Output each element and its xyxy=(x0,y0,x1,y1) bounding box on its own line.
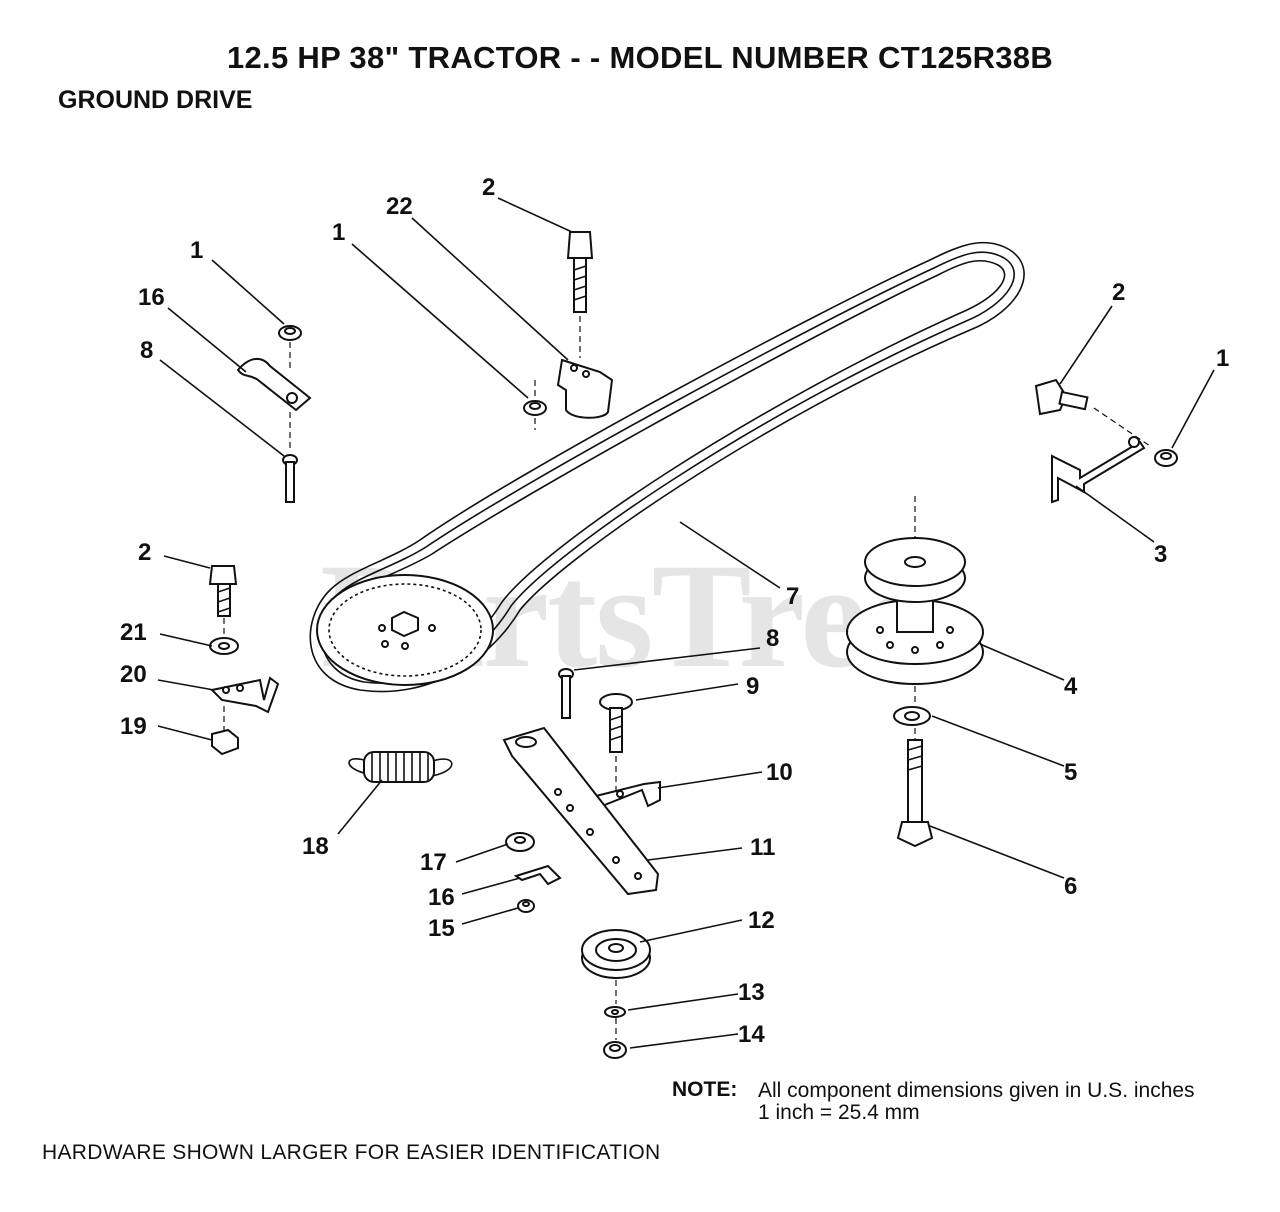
spacer-17[interactable] xyxy=(505,832,535,852)
callout-7: 7 xyxy=(786,583,799,610)
idler-pulley-12[interactable] xyxy=(581,929,651,979)
note-text-line-1: All component dimensions given in U.S. i… xyxy=(758,1079,1195,1102)
extension-spring-18[interactable] xyxy=(348,751,453,783)
callout-2-right: 2 xyxy=(1112,279,1125,306)
belt-keeper-bracket-22[interactable] xyxy=(556,358,614,419)
washer-5[interactable] xyxy=(893,706,931,726)
callout-18: 18 xyxy=(302,833,329,860)
shoulder-bolt-8b[interactable] xyxy=(558,668,574,719)
double-pulley-4[interactable] xyxy=(846,537,984,685)
callout-5: 5 xyxy=(1064,759,1077,786)
hex-bolt-2b[interactable] xyxy=(1034,378,1089,416)
hex-nut-1a[interactable] xyxy=(278,325,302,341)
callout-11: 11 xyxy=(750,834,775,861)
diagram-title: 12.5 HP 38" TRACTOR - - MODEL NUMBER CT1… xyxy=(226,40,1054,75)
hex-bolt-2c[interactable] xyxy=(208,565,238,617)
callout-2-top-center: 2 xyxy=(482,174,495,201)
leader-lines xyxy=(157,197,1215,1049)
footer-hardware-note: HARDWARE SHOWN LARGER FOR EASIER IDENTIF… xyxy=(42,1141,661,1164)
shoulder-bolt-8a[interactable] xyxy=(282,454,298,503)
callout-21: 21 xyxy=(120,619,147,646)
callout-20: 20 xyxy=(120,661,147,688)
callout-8-center: 8 xyxy=(766,625,779,652)
spring-bracket-20[interactable] xyxy=(209,676,280,714)
lock-nut-14[interactable] xyxy=(603,1041,627,1059)
callout-1-top-left: 1 xyxy=(190,237,203,264)
callout-2-left: 2 xyxy=(138,539,151,566)
idler-arm-11[interactable] xyxy=(502,726,660,896)
note-label: NOTE: xyxy=(672,1078,738,1101)
callout-4: 4 xyxy=(1064,673,1078,700)
callout-14: 14 xyxy=(738,1021,765,1048)
callout-9: 9 xyxy=(746,673,759,700)
note-text-line-2: 1 inch = 25.4 mm xyxy=(758,1101,920,1124)
shoulder-bolt-6[interactable] xyxy=(896,739,934,848)
hex-nut-1b[interactable] xyxy=(523,400,547,416)
belt-guide-16b[interactable] xyxy=(513,864,562,886)
callout-10: 10 xyxy=(766,759,793,786)
callout-12: 12 xyxy=(748,907,775,934)
hex-nut-1c[interactable] xyxy=(1154,449,1178,467)
callout-17: 17 xyxy=(420,849,447,876)
callout-19: 19 xyxy=(120,713,147,740)
washer-13[interactable] xyxy=(604,1006,626,1018)
callout-8-top-left: 8 xyxy=(140,337,153,364)
callout-13: 13 xyxy=(738,979,765,1006)
callout-22: 22 xyxy=(386,193,413,220)
idler-bracket-3[interactable] xyxy=(1051,436,1146,504)
carriage-bolt-9[interactable] xyxy=(599,693,633,753)
callout-1-top-center: 1 xyxy=(332,219,345,246)
callout-6: 6 xyxy=(1064,873,1077,900)
transmission-pulley[interactable] xyxy=(316,574,494,686)
lock-nut-19[interactable] xyxy=(211,728,239,756)
spacer-bracket-10[interactable] xyxy=(594,780,661,808)
diagram-subtitle: GROUND DRIVE xyxy=(58,86,253,114)
callout-1-right: 1 xyxy=(1216,345,1229,372)
belt-guide-16a[interactable] xyxy=(236,358,312,412)
hex-nut-15[interactable] xyxy=(517,899,535,913)
hex-bolt-2a[interactable] xyxy=(566,231,594,313)
callout-16-top-left: 16 xyxy=(138,284,165,311)
flat-washer-21[interactable] xyxy=(209,637,239,655)
callout-3: 3 xyxy=(1154,541,1167,568)
callout-16-center: 16 xyxy=(428,884,455,911)
callout-15: 15 xyxy=(428,915,455,942)
